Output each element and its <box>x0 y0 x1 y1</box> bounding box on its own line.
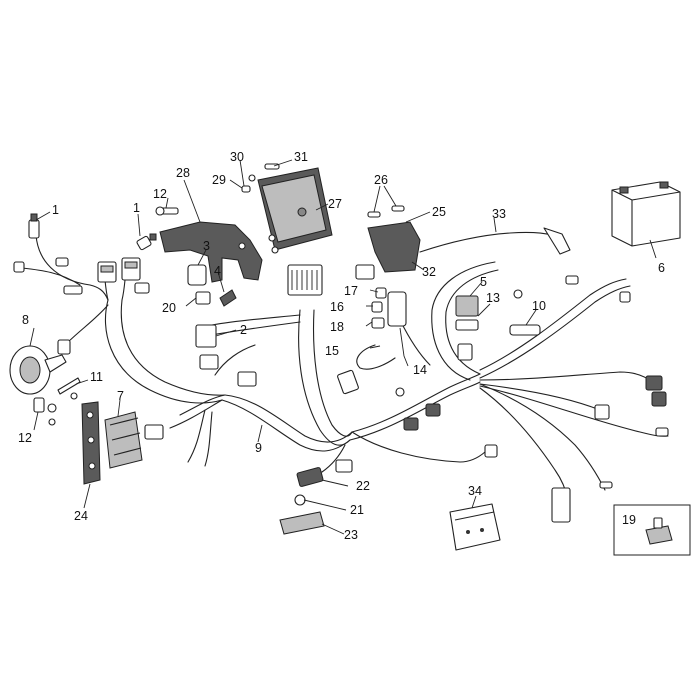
callout-32: 32 <box>422 265 436 279</box>
cover-23 <box>279 511 325 535</box>
callout-25: 25 <box>432 205 446 219</box>
connector-22 <box>296 459 353 487</box>
washer-30 <box>248 174 256 182</box>
callout-14: 14 <box>413 363 427 377</box>
callout-5: 5 <box>480 275 487 289</box>
center-connectors <box>337 369 498 458</box>
callout-24: 24 <box>74 509 88 523</box>
callout-27: 27 <box>328 197 342 211</box>
callout-9: 9 <box>255 441 262 455</box>
callout-3: 3 <box>203 239 210 253</box>
document-pouch-34 <box>449 503 501 551</box>
callout-labels: 1 1 2 3 4 5 6 7 8 9 10 11 12 12 13 14 15… <box>18 150 665 542</box>
voltage-regulator <box>104 411 164 469</box>
ecu-mount-screws <box>268 234 279 254</box>
callout-4: 4 <box>214 264 221 278</box>
screw-29 <box>241 185 251 193</box>
fuse-4 <box>219 289 237 307</box>
sensor-21 <box>294 494 306 506</box>
callout-33: 33 <box>492 207 506 221</box>
callout-12a: 12 <box>153 187 167 201</box>
relay-5 <box>455 295 479 361</box>
connector-cluster-left <box>13 257 150 355</box>
relay-block-14 <box>371 287 407 329</box>
callout-22: 22 <box>356 479 370 493</box>
connector-10 <box>509 289 541 336</box>
bolt-11 <box>57 377 81 400</box>
callout-31: 31 <box>294 150 308 164</box>
battery <box>611 181 681 247</box>
inset-box-19 <box>613 504 691 556</box>
callout-21: 21 <box>350 503 364 517</box>
callout-1a: 1 <box>52 203 59 217</box>
relay-3 <box>187 264 207 286</box>
callout-26: 26 <box>374 173 388 187</box>
callout-7: 7 <box>117 389 124 403</box>
callout-23: 23 <box>344 528 358 542</box>
callout-18: 18 <box>330 320 344 334</box>
callout-12b: 12 <box>18 431 32 445</box>
callout-6: 6 <box>658 261 665 275</box>
callout-8: 8 <box>22 313 29 327</box>
bolts-26 <box>367 205 405 218</box>
callout-10: 10 <box>532 299 546 313</box>
callout-13: 13 <box>486 291 500 305</box>
callout-15: 15 <box>325 344 339 358</box>
callout-2: 2 <box>240 323 247 337</box>
right-connectors <box>551 275 669 523</box>
ht-lead-33 <box>543 227 571 255</box>
callout-11: 11 <box>90 370 103 384</box>
callout-29: 29 <box>212 173 226 187</box>
leader-lines <box>29 159 657 535</box>
screw-12-lower <box>33 397 57 426</box>
ecu-unit <box>257 167 333 251</box>
callout-17: 17 <box>344 284 358 298</box>
callout-30: 30 <box>230 150 244 164</box>
ecu-bracket <box>159 221 263 283</box>
callout-16: 16 <box>330 300 344 314</box>
ignition-coil <box>355 221 421 280</box>
main-multi-connector <box>287 264 323 296</box>
spark-plug-connector-left <box>28 213 40 239</box>
callout-28: 28 <box>176 166 190 180</box>
callout-1b: 1 <box>133 201 140 215</box>
callout-20: 20 <box>162 301 176 315</box>
connector-2 <box>195 324 257 387</box>
bracket-24 <box>81 401 101 485</box>
callout-19: 19 <box>622 513 636 527</box>
horn <box>9 345 67 395</box>
connector-20 <box>195 291 211 305</box>
callout-34: 34 <box>468 484 482 498</box>
screw-12-upper <box>155 206 179 216</box>
sensor-connector-1 <box>136 233 157 251</box>
